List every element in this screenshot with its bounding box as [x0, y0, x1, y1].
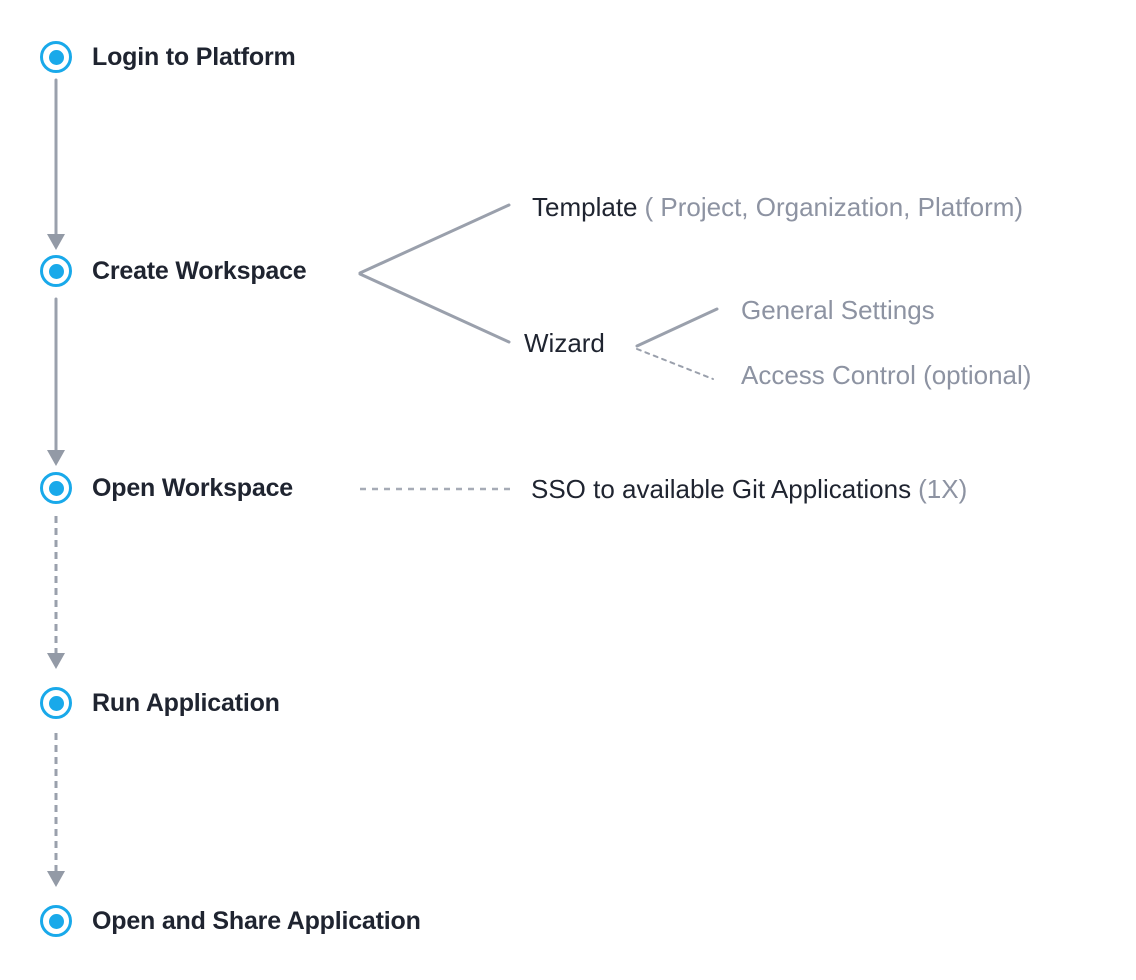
step-create-workspace: Create Workspace	[40, 255, 307, 287]
wizard-branch-label: Wizard	[524, 327, 605, 359]
step-label: Open Workspace	[92, 473, 293, 502]
sso-label: SSO to available Git Applications	[531, 474, 912, 504]
arrow-create-to-open-head	[47, 450, 65, 466]
step-label: Login to Platform	[92, 42, 296, 71]
step-label: Run Application	[92, 688, 280, 717]
template-branch-label: Template( Project, Organization, Platfor…	[532, 191, 1023, 223]
access-control-label: Access Control (optional)	[741, 360, 1032, 390]
step-radio-icon	[40, 687, 72, 719]
sso-annotation-label: SSO to available Git Applications(1X)	[531, 473, 967, 505]
step-open-and-share-application: Open and Share Application	[40, 905, 421, 937]
branch-line-wizard	[358, 272, 511, 344]
template-detail: ( Project, Organization, Platform)	[644, 192, 1024, 222]
arrow-run-to-share-head	[47, 871, 65, 887]
step-radio-icon	[40, 255, 72, 287]
step-radio-icon	[40, 905, 72, 937]
step-open-workspace: Open Workspace	[40, 472, 293, 504]
branch-line-template	[358, 203, 511, 275]
general-settings-label: General Settings	[741, 295, 935, 325]
step-radio-dot	[48, 695, 64, 711]
arrow-login-to-create-head	[47, 234, 65, 250]
branch-line-general-settings	[635, 307, 719, 348]
step-label: Create Workspace	[92, 256, 307, 285]
step-radio-dot	[48, 913, 64, 929]
wizard-label: Wizard	[524, 328, 605, 358]
step-radio-icon	[40, 41, 72, 73]
step-radio-dot	[48, 263, 64, 279]
branch-line-access-control	[636, 348, 714, 380]
step-radio-dot	[48, 480, 64, 496]
template-label: Template	[532, 192, 638, 222]
arrow-open-to-run-head	[47, 653, 65, 669]
step-radio-icon	[40, 472, 72, 504]
step-run-application: Run Application	[40, 687, 280, 719]
sso-detail: (1X)	[918, 474, 968, 504]
step-label: Open and Share Application	[92, 906, 421, 935]
step-radio-dot	[48, 49, 64, 65]
step-login: Login to Platform	[40, 41, 296, 73]
